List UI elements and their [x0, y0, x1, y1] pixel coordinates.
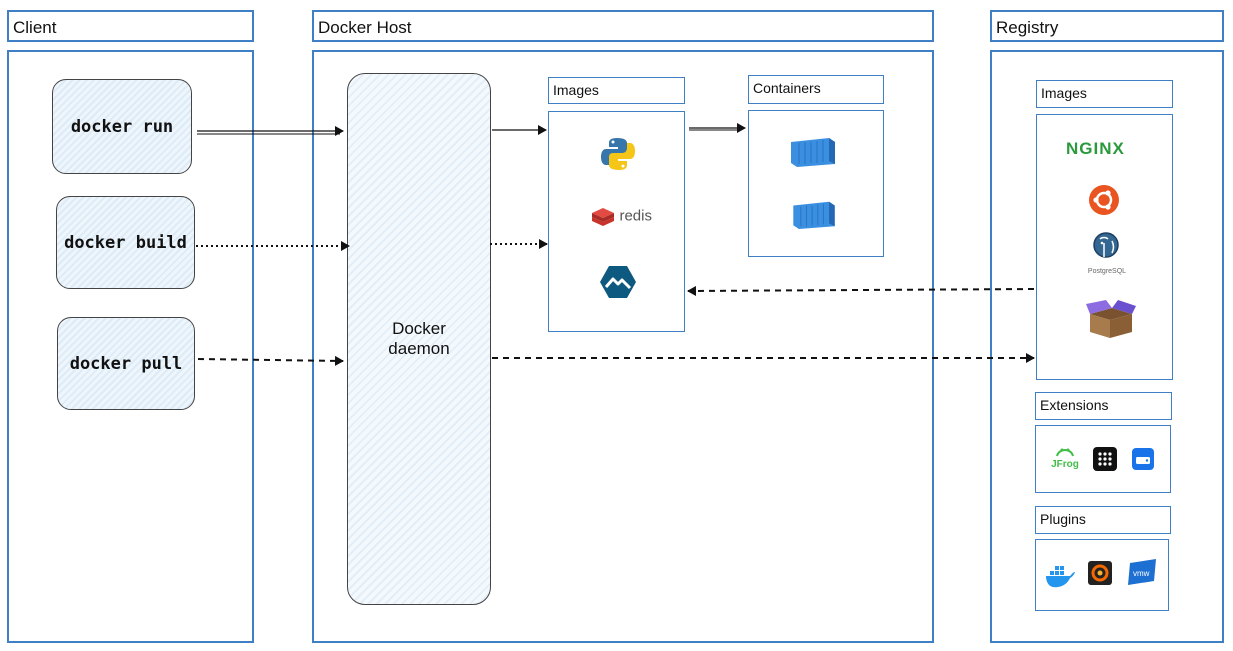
drive-icon: [1132, 448, 1154, 470]
registry-to-images-arrow: [687, 285, 1035, 296]
postgresql-icon: PostgreSQL: [1082, 231, 1132, 275]
docker-whale-icon: [1044, 563, 1076, 589]
postgres-text: PostgreSQL: [1087, 268, 1127, 275]
plugins-label-box: Plugins: [1035, 506, 1171, 534]
alpine-icon: [600, 265, 636, 299]
nginx-logo: NGINX: [1066, 139, 1146, 163]
docker-pull-command[interactable]: docker pull: [57, 317, 195, 410]
jfrog-icon: JFrog: [1050, 445, 1080, 475]
images-to-containers-arrow: [689, 123, 746, 133]
python-icon: [600, 136, 636, 172]
box-icon: [1082, 298, 1137, 340]
pull-arrow: [197, 355, 344, 366]
ubuntu-icon: [1088, 184, 1120, 216]
docker-daemon[interactable]: Docker daemon: [347, 73, 491, 605]
run-arrow: [197, 126, 344, 136]
host-containers-panel: [748, 110, 884, 257]
nginx-text: NGINX: [1066, 139, 1125, 158]
host-title-box: Docker Host: [312, 10, 934, 42]
registry-images-label-box: Images: [1036, 80, 1173, 108]
docker-run-command[interactable]: docker run: [52, 79, 192, 174]
redis-icon: redis: [591, 205, 653, 229]
vmware-icon: vmw: [1126, 559, 1158, 585]
host-containers-label-box: Containers: [748, 75, 884, 104]
grafana-icon: [1088, 561, 1112, 585]
host-images-label-box: Images: [548, 77, 685, 104]
registry-title: Registry: [996, 18, 1059, 37]
grid-app-icon: [1093, 447, 1117, 471]
jfrog-text: JFrog: [1051, 459, 1079, 470]
vmware-text: vmw: [1133, 569, 1150, 578]
host-title: Docker Host: [318, 18, 412, 37]
client-title-box: Client: [7, 10, 254, 42]
container-icon: [791, 198, 837, 230]
registry-title-box: Registry: [990, 10, 1224, 42]
client-title: Client: [13, 18, 57, 37]
redis-text: redis: [619, 207, 652, 225]
extensions-label-box: Extensions: [1035, 392, 1172, 420]
container-icon: [789, 134, 837, 168]
docker-build-command[interactable]: docker build: [56, 196, 195, 289]
